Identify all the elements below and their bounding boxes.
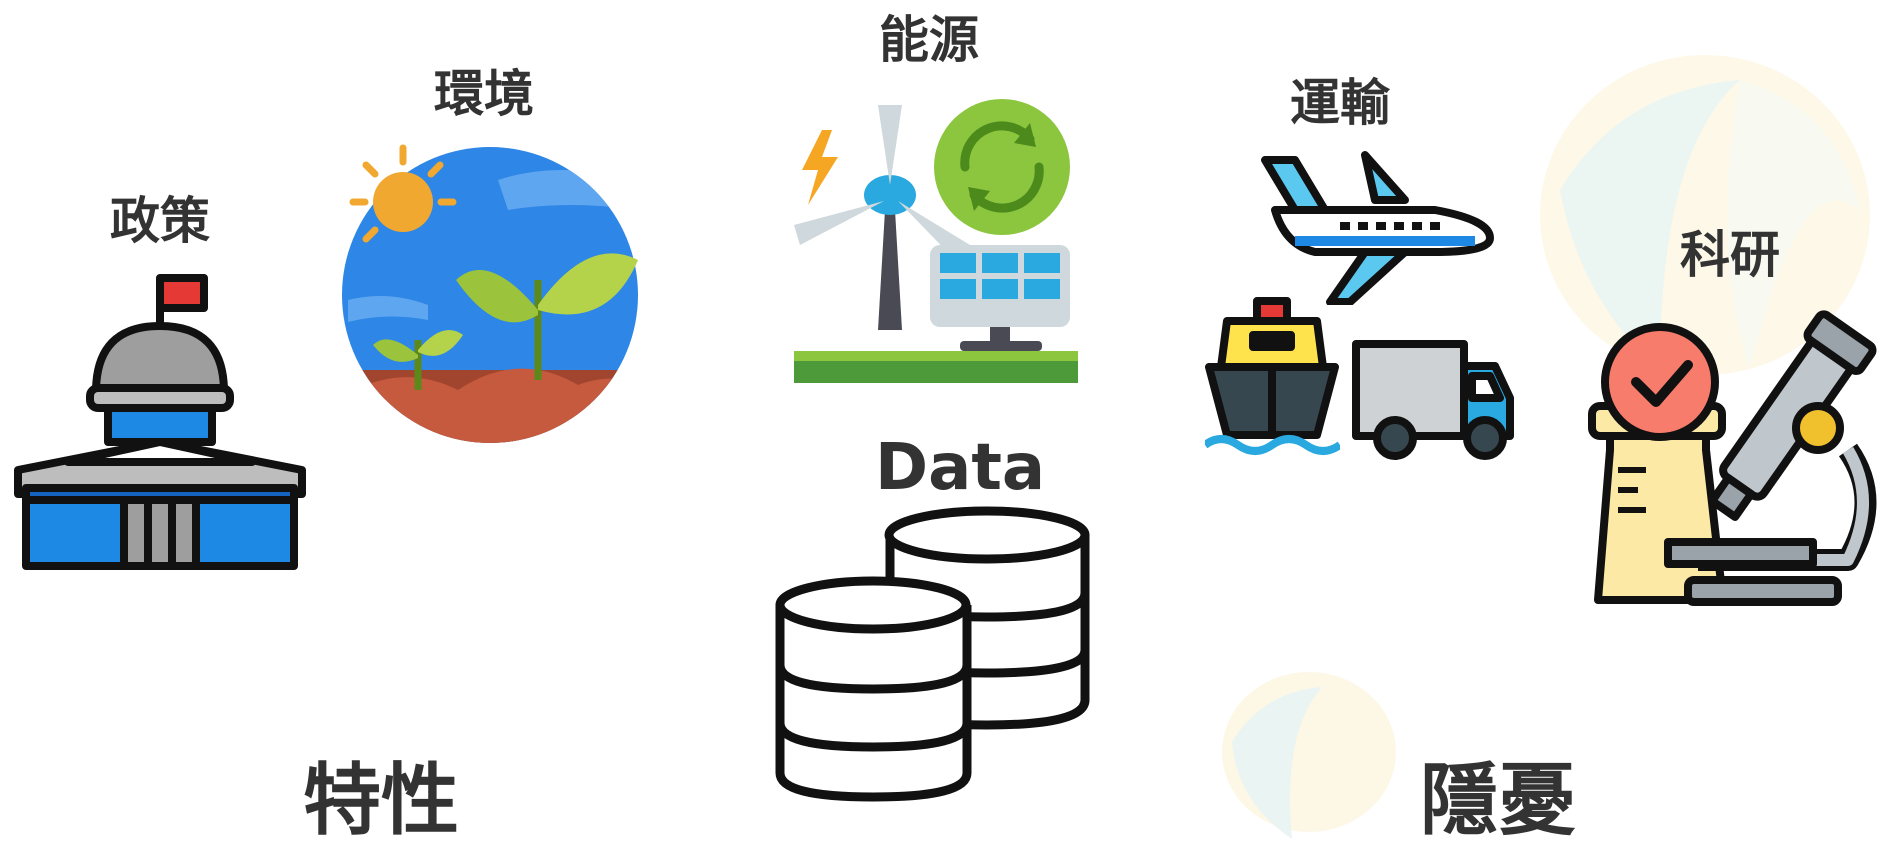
ship-icon <box>1205 297 1340 455</box>
policy-label: 政策 <box>110 192 210 250</box>
renewable-energy-icon <box>794 99 1078 383</box>
energy-label: 能源 <box>879 11 979 69</box>
database-icon <box>775 506 1090 802</box>
concerns-label: 隱憂 <box>1420 756 1577 846</box>
government-building-icon <box>14 274 306 570</box>
microscope-icon <box>1588 310 1877 606</box>
truck-icon <box>1352 340 1514 460</box>
traits-label: 特性 <box>303 756 460 846</box>
balloon-watermark-bottom-icon <box>1222 672 1396 839</box>
airplane-icon <box>1261 151 1494 305</box>
environment-label: 環境 <box>434 65 534 123</box>
earth-plant-icon <box>342 144 638 443</box>
balloon-watermark-top-icon <box>1540 55 1870 375</box>
transport-label: 運輸 <box>1290 74 1390 132</box>
research-label: 科研 <box>1680 226 1780 284</box>
data-label: Data <box>875 431 1046 505</box>
